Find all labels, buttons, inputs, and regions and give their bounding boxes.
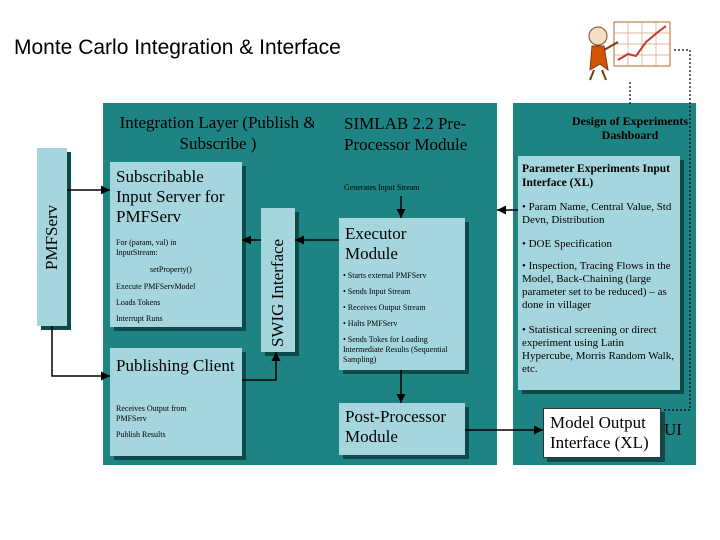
publishing-line-2: Publish Results <box>116 430 166 439</box>
executor-line-1: • Starts external PMFServ <box>343 271 427 280</box>
input-server-line-2: setProperty() <box>150 265 192 274</box>
model-output-title: Model Output Interface (XL) <box>550 413 649 452</box>
page-title: Monte Carlo Integration & Interface <box>14 36 341 59</box>
parameter-bullet-2: • DOE Specification <box>522 238 612 250</box>
input-server-line-3: Execute PMFServModel <box>116 282 196 291</box>
executor-line-2: • Sends Input Stream <box>343 287 411 296</box>
parameter-bullet-3: • Inspection, Tracing Flows in the Model… <box>522 260 671 311</box>
ui-label: UI <box>664 420 682 439</box>
publishing-client-title: Publishing Client <box>116 356 235 375</box>
simlab-subtitle: Generates Input Stream <box>344 183 420 192</box>
executor-line-5: • Sends Tokes for Loading Intermediate R… <box>343 335 448 364</box>
input-server-title: Subscribable Input Server for PMFServ <box>116 167 225 226</box>
swig-interface-label: SWIG Interface <box>268 238 287 347</box>
executor-title: Executor Module <box>345 224 407 263</box>
simlab-title: SIMLAB 2.2 Pre-Processor Module <box>344 114 468 154</box>
input-server-line-5: Interrupt Runs <box>116 314 163 323</box>
post-processor-box: Post-Processor Module <box>339 403 465 455</box>
parameter-interface-box: Parameter Experiments Input Interface (X… <box>518 156 680 390</box>
input-server-box: Subscribable Input Server for PMFServ Fo… <box>110 162 242 327</box>
model-output-box: Model Output Interface (XL) <box>543 408 661 458</box>
parameter-bullet-4: • Statistical screening or direct experi… <box>522 324 674 375</box>
input-server-line-1: For (param, val) in InputStream: <box>116 238 177 257</box>
design-title: Design of Experiments Dashboard <box>572 114 688 142</box>
integration-layer-title: Integration Layer (Publish & Subscribe ) <box>119 113 317 153</box>
pmfserv-to-publishing-arrow <box>51 326 110 381</box>
executor-box: Executor Module • Starts external PMFSer… <box>339 218 465 370</box>
parameter-bullet-1: • Param Name, Central Value, Std Devn, D… <box>522 201 672 226</box>
thinking-person-chart-icon <box>584 20 674 82</box>
swig-interface-box <box>261 208 295 352</box>
input-server-line-4: Loads Tokens <box>116 298 161 307</box>
pmfserv-label: PMFServ <box>42 204 61 270</box>
pmfserv-box <box>37 148 67 326</box>
executor-line-3: • Receives Output Stream <box>343 303 426 312</box>
post-processor-title: Post-Processor Module <box>345 407 447 446</box>
executor-line-4: • Halts PMFServ <box>343 319 398 328</box>
parameter-interface-title: Parameter Experiments Input Interface (X… <box>522 163 670 189</box>
publishing-line-1: Receives Output from PMFServ <box>116 404 187 423</box>
publishing-client-box: Publishing Client Receives Output from P… <box>110 348 242 456</box>
